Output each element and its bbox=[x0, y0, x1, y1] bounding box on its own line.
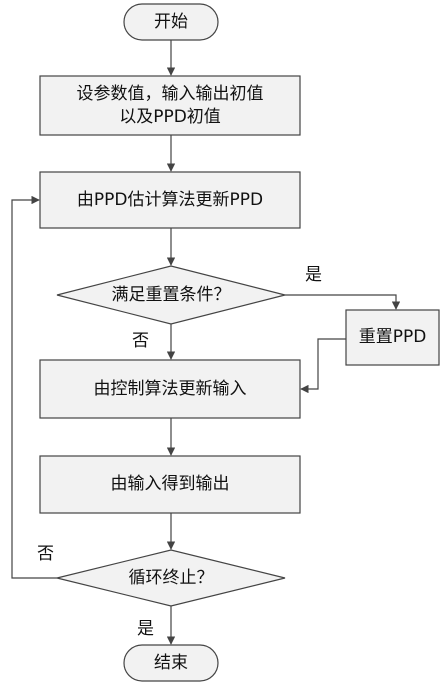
init-box bbox=[39, 75, 301, 136]
reset-label: 重置PPD bbox=[358, 327, 427, 347]
arrow-loop-back bbox=[11, 195, 57, 579]
start-label: 开始 bbox=[154, 11, 188, 32]
output-label: 由输入得到输出 bbox=[110, 474, 230, 494]
init-label-line2: 以及PPD初值 bbox=[119, 106, 221, 127]
end-label: 结束 bbox=[154, 652, 188, 673]
arrow-reset-control bbox=[300, 338, 346, 394]
control-box bbox=[39, 359, 301, 419]
end-terminal bbox=[123, 644, 219, 682]
no-label-reset: 否 bbox=[132, 331, 149, 351]
no-label-end: 否 bbox=[37, 544, 54, 564]
end-decision bbox=[56, 549, 286, 607]
estimate-label: 由PPD估计算法更新PPD bbox=[76, 189, 264, 210]
end-decision-label: 循环终止？ bbox=[128, 567, 214, 588]
output-box bbox=[39, 455, 301, 514]
reset-decision-label: 满足重置条件？ bbox=[111, 284, 231, 305]
estimate-box bbox=[39, 171, 301, 229]
arrow-yes-reset bbox=[285, 294, 401, 310]
init-label: 设参数值，输入输出初值 以及PPD初值 bbox=[40, 76, 300, 135]
yes-label-reset: 是 bbox=[305, 265, 322, 285]
control-label: 由控制算法更新输入 bbox=[93, 378, 247, 399]
reset-box bbox=[345, 309, 440, 366]
yes-label-end: 是 bbox=[137, 619, 154, 639]
init-label-line1: 设参数值，输入输出初值 bbox=[76, 83, 264, 104]
